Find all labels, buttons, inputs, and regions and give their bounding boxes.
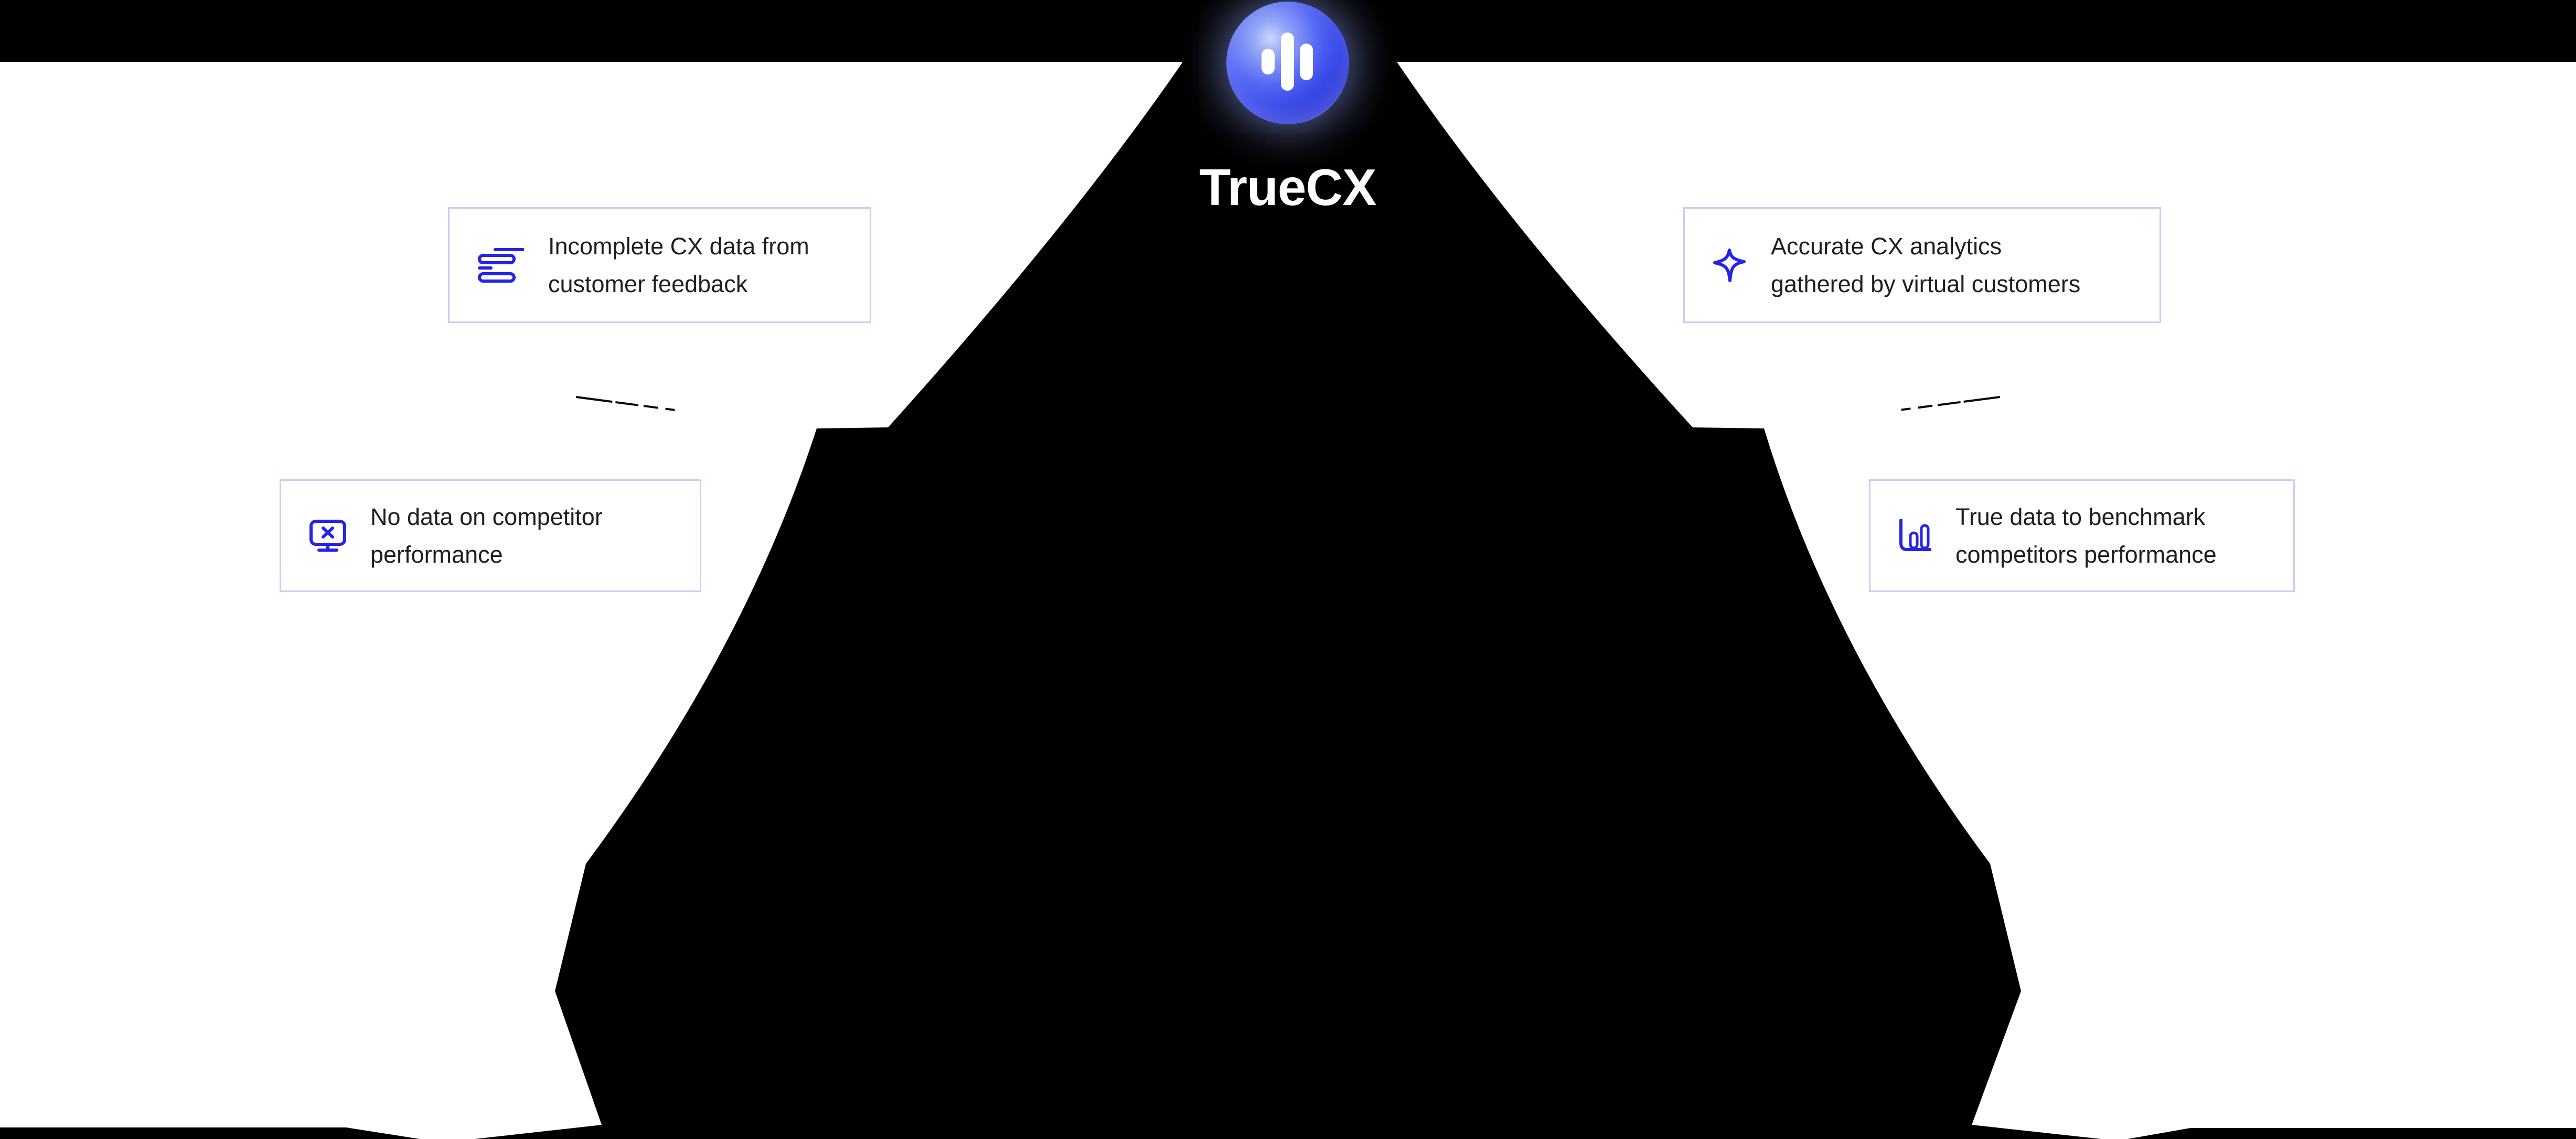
callout-benchmark-competitors: True data to benchmark competitors perfo…	[1869, 479, 2295, 592]
connector-fading-line-left	[575, 396, 680, 412]
waveform-logo-icon	[1262, 49, 1275, 74]
connector-fading-line-right	[1895, 396, 2001, 412]
monitor-error-icon	[309, 519, 346, 552]
white-area-right	[1397, 62, 2576, 1139]
callout-text: True data to benchmark competitors perfo…	[1955, 503, 2217, 568]
callout-text: Accurate CX analytics gathered by virtua…	[1771, 232, 2081, 297]
callout-incomplete-cx-data: Incomplete CX data from customer feedbac…	[448, 207, 871, 323]
callout-text: Incomplete CX data from customer feedbac…	[548, 232, 809, 297]
white-area-left	[0, 62, 1183, 1139]
feedback-list-icon	[478, 248, 524, 283]
waveform-logo-icon	[1281, 33, 1294, 91]
waveform-logo-icon	[1300, 44, 1313, 80]
callout-text: No data on competitor performance	[370, 503, 603, 568]
callout-no-competitor-data: No data on competitor performance	[280, 479, 701, 592]
bar-chart-icon	[1899, 519, 1931, 551]
sparkle-icon	[1713, 248, 1746, 282]
truecx-logo	[1226, 2, 1349, 124]
brand-title: TrueCX	[1199, 158, 1376, 216]
callout-accurate-cx-analytics: Accurate CX analytics gathered by virtua…	[1683, 207, 2161, 323]
